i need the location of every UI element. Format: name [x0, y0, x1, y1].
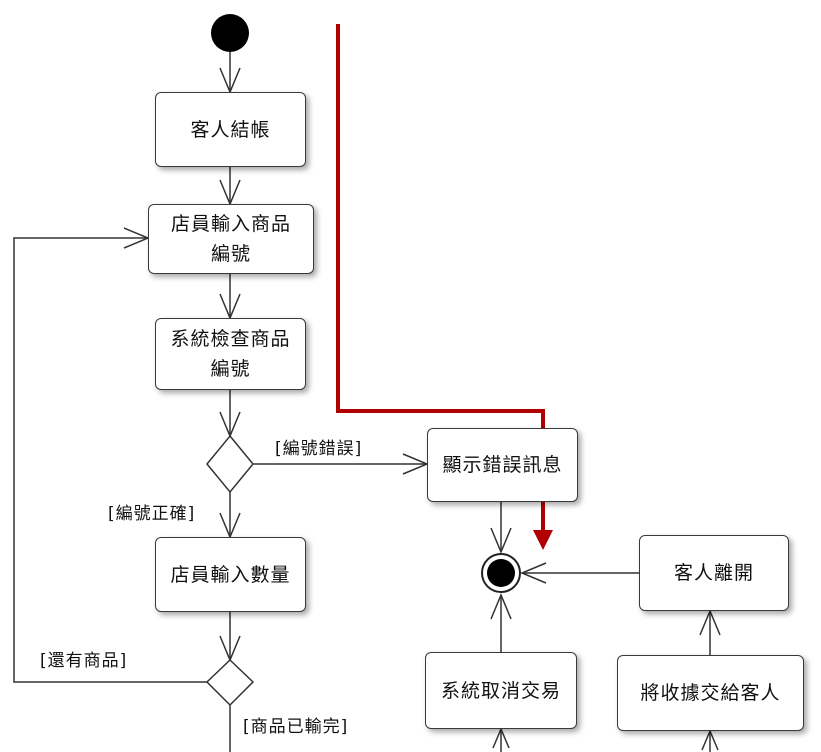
guard-code-correct: [編號正確]: [108, 504, 196, 524]
arrowhead: [520, 562, 547, 584]
activity-input-quantity: 店員輸入數量: [155, 537, 306, 612]
decision-node-more-items: [205, 658, 255, 707]
activity-check-item: 系統檢查商品 編號: [155, 318, 306, 390]
final-node-core: [487, 559, 515, 587]
flow-loop-more-items: [13, 237, 207, 683]
activity-cancel-transaction: 系統取消交易: [425, 652, 577, 729]
activity-show-error: 顯示錯誤訊息: [427, 428, 578, 502]
arrowhead: [490, 527, 512, 554]
activity-give-receipt: 將收據交給客人: [617, 655, 804, 731]
guard-more-items: [還有商品]: [40, 651, 128, 671]
highlight-arrowhead: [533, 530, 553, 550]
arrowhead: [701, 729, 719, 751]
activity-input-item: 店員輸入商品 編號: [148, 204, 314, 274]
initial-node: [211, 14, 249, 52]
guard-items-done: [商品已輸完]: [243, 717, 349, 737]
arrowhead: [699, 609, 721, 636]
decision-node-code-check: [206, 434, 254, 494]
arrowhead: [492, 727, 510, 749]
guard-code-error: [編號錯誤]: [275, 439, 363, 459]
activity-checkout: 客人結帳: [155, 92, 306, 167]
activity-customer-leaves: 客人離開: [639, 535, 789, 611]
arrowhead: [490, 593, 512, 620]
